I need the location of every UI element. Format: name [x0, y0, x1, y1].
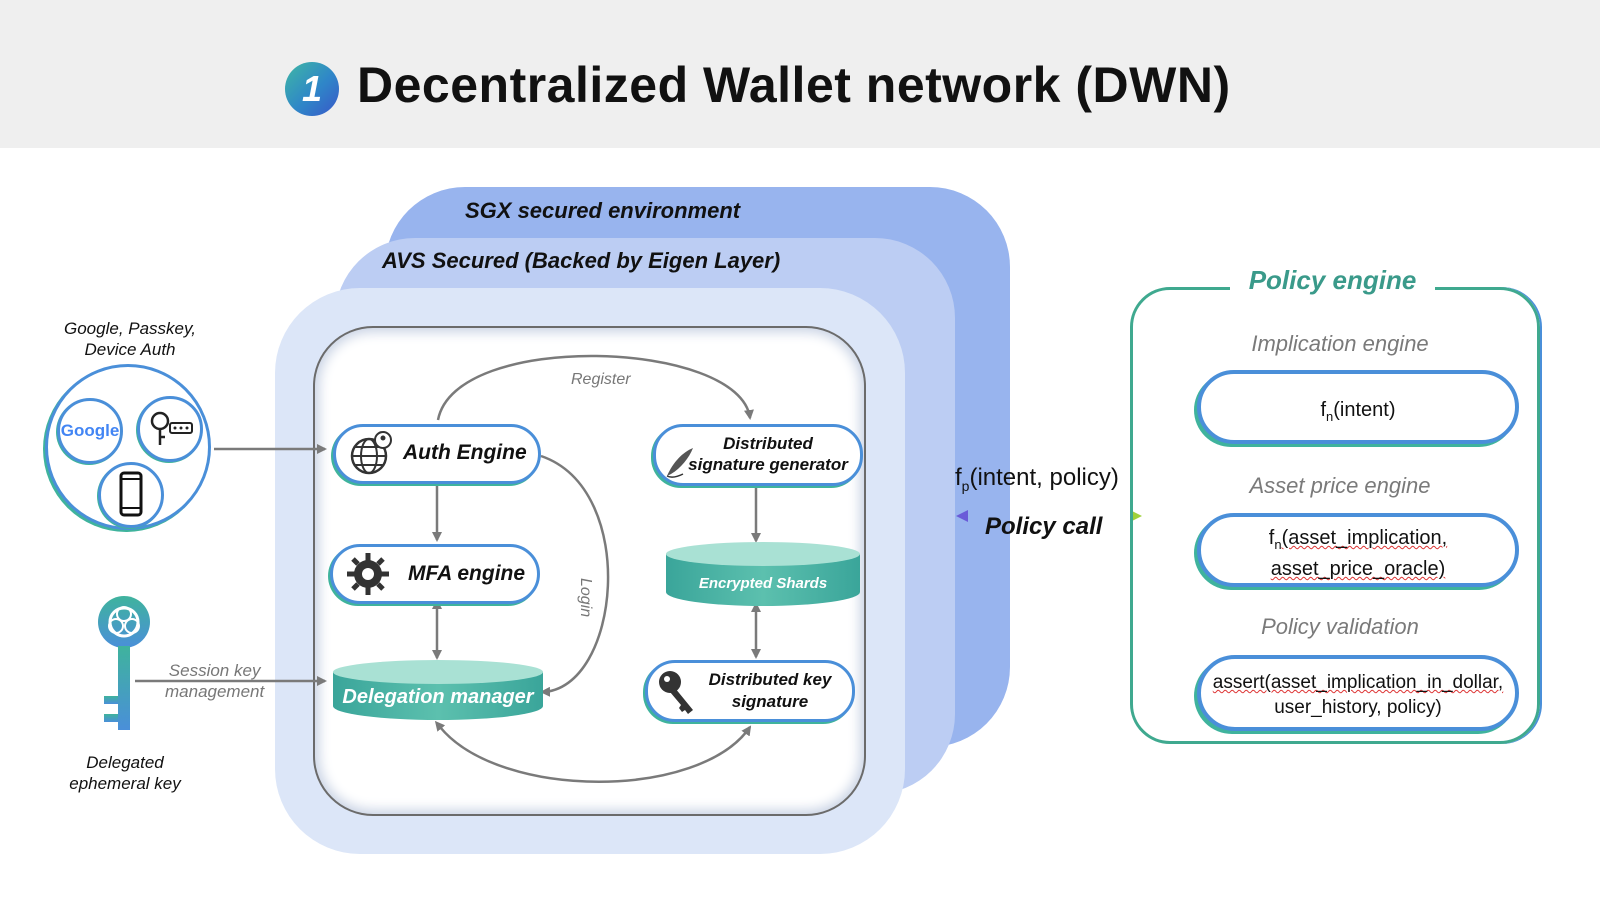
- asset-fn-prefix: f: [1268, 527, 1275, 549]
- gear-icon: [347, 553, 389, 595]
- policy-call-function: fp(intent, policy): [955, 464, 1119, 494]
- quill-icon: [666, 448, 693, 478]
- policy-validation-fn: assert(asset_implication_in_dollar, user…: [1197, 670, 1519, 720]
- header-bar: [0, 0, 1600, 148]
- register-arrow: [436, 354, 754, 421]
- validation-line2: user_history, policy): [1274, 697, 1442, 718]
- asset-fn-args-line2: asset_price_oracle): [1270, 558, 1446, 580]
- implication-engine-label: Implication engine: [1251, 331, 1429, 356]
- page-title: Decentralized Wallet network (DWN): [357, 57, 1231, 113]
- implication-fn-args: (intent): [1333, 399, 1396, 421]
- login-label: Login: [577, 578, 594, 618]
- session-key-label-line2: management: [165, 682, 265, 701]
- signature-generator-label-line1: Distributed: [723, 434, 813, 453]
- key-signature-label-line1: Distributed key: [708, 670, 832, 689]
- key-icon: [659, 671, 693, 714]
- google-logo-text: Google: [60, 421, 120, 440]
- asset-price-engine-fn: fn(asset_implication, asset_price_oracle…: [1197, 526, 1519, 582]
- policy-title-backdrop: [1230, 266, 1435, 306]
- asset-fn-sub: n: [1274, 537, 1282, 552]
- encrypted-shards-node[interactable]: Encrypted Shards: [666, 542, 860, 606]
- policy-call-fn-args: (intent, policy): [969, 464, 1119, 491]
- ephemeral-key-icon: [98, 596, 150, 730]
- avs-layer-label: AVS Secured (Backed by Eigen Layer): [382, 248, 781, 273]
- key-signature-label-line2: signature: [731, 692, 809, 711]
- policy-call-fn-sub: p: [961, 477, 970, 494]
- step-number-badge: 1: [285, 62, 339, 116]
- ephemeral-key-caption: Delegated ephemeral key: [45, 752, 205, 794]
- asset-price-engine-label: Asset price engine: [1249, 473, 1431, 498]
- implication-engine-node[interactable]: [1197, 370, 1519, 444]
- asset-price-engine-node[interactable]: [1197, 513, 1519, 587]
- passkey-circle: [137, 396, 203, 462]
- encrypted-shards-label: Encrypted Shards: [698, 575, 828, 592]
- encrypted-shards-top: [666, 542, 860, 566]
- session-key-label-line1: Session key: [168, 661, 261, 680]
- delegation-dks-arrow: [434, 720, 752, 783]
- google-circle: Google: [57, 398, 123, 464]
- implication-engine-fn: fn(intent): [1197, 398, 1519, 429]
- passkey-icon: [150, 411, 193, 445]
- policy-call-label: Policy call: [985, 513, 1103, 540]
- auth-sources-caption-line1: Google, Passkey,: [64, 319, 196, 338]
- google-icon: Google: [60, 421, 120, 441]
- session-key-label: Session key management: [165, 660, 264, 702]
- delegation-manager-top: [333, 660, 543, 684]
- key-signature-node[interactable]: [645, 660, 855, 722]
- auth-engine-label: Auth Engine: [403, 441, 527, 464]
- register-label: Register: [571, 371, 631, 388]
- asset-fn-args-line1: (asset_implication,: [1281, 527, 1448, 549]
- smartphone-icon: [119, 471, 143, 517]
- login-arrow: [540, 454, 610, 697]
- implication-fn-sub: n: [1326, 409, 1334, 424]
- signature-generator-label: Distributed signature generator: [683, 433, 853, 475]
- ephemeral-key-caption-line1: Delegated: [86, 753, 164, 772]
- delegation-manager-label: Delegation manager: [342, 686, 534, 708]
- signature-generator-label-line2: signature generator: [688, 455, 848, 474]
- validation-line1: assert(asset_implication_in_dollar,: [1212, 672, 1504, 693]
- device-circle: [98, 462, 164, 528]
- globe-user-icon: [350, 431, 392, 475]
- policy-call-fn-prefix: f: [955, 464, 962, 491]
- sgx-layer-label: SGX secured environment: [465, 198, 741, 223]
- policy-validation-label: Policy validation: [1261, 614, 1419, 639]
- auth-sources-caption: Google, Passkey, Device Auth: [45, 318, 215, 360]
- auth-sources-caption-line2: Device Auth: [84, 340, 176, 359]
- asset-fn-line1: fn(asset_implication,: [1197, 526, 1519, 557]
- ephemeral-key-caption-line2: ephemeral key: [69, 774, 181, 793]
- implication-fn-prefix: f: [1320, 399, 1327, 421]
- delegation-manager-node[interactable]: Delegation manager: [333, 660, 543, 720]
- policy-validation-node[interactable]: [1197, 655, 1519, 731]
- policy-engine-title: Policy engine: [1248, 265, 1417, 295]
- key-signature-label: Distributed key signature: [695, 669, 845, 713]
- mfa-engine-label: MFA engine: [408, 562, 526, 585]
